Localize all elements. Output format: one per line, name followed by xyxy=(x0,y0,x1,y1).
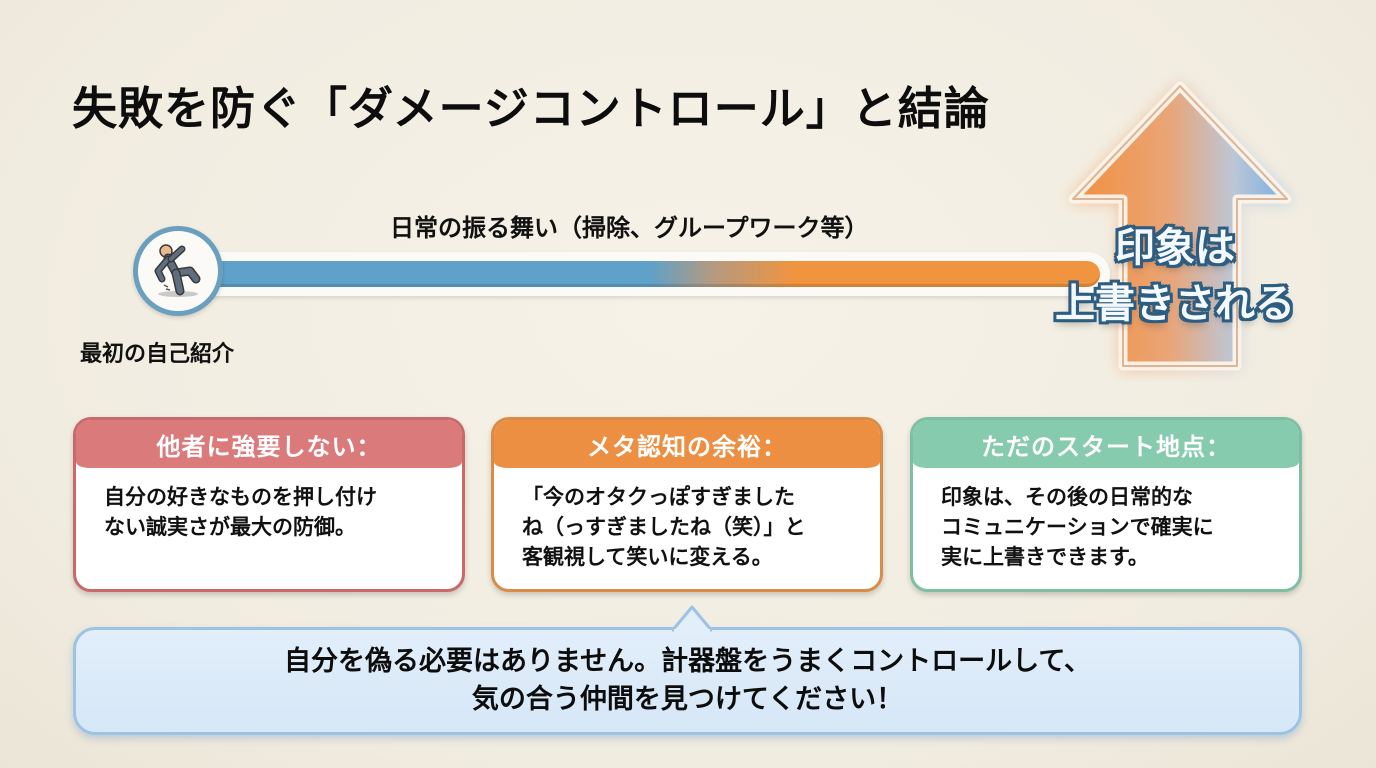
timeline-label: 日常の振る舞い（掃除、グループワーク等） xyxy=(390,214,869,242)
card-line: 「今のオタクっぽすぎました xyxy=(522,485,795,509)
card-line: 客観視して笑いに変える。 xyxy=(522,545,773,569)
card-line: コミュニケーションで確実に xyxy=(941,515,1214,539)
progress-track xyxy=(190,252,1110,296)
card-line: 印象は、その後の日常的な xyxy=(941,485,1193,509)
card-heading: ただのスタート地点： xyxy=(913,420,1299,468)
bubble-tail-icon xyxy=(672,605,712,632)
card-starting-point: ただのスタート地点： 印象は、その後の日常的な コミュニケーションで確実に 実に… xyxy=(910,417,1302,592)
slipping-person-icon xyxy=(154,244,201,297)
start-label: 最初の自己紹介 xyxy=(80,342,235,367)
card-line: ない誠実さが最大の防御。 xyxy=(104,515,356,539)
card-body: 印象は、その後の日常的な コミュニケーションで確実に 実に上書きできます。 xyxy=(913,468,1299,572)
card-line: ね（っすぎましたね（笑）」と xyxy=(522,515,806,539)
conclusion-line2: 気の合う仲間を見つけてください！ xyxy=(471,684,904,715)
start-marker xyxy=(133,226,223,316)
conclusion-line1: 自分を偽る必要はありません。計器盤をうまくコントロールして、 xyxy=(283,646,1092,677)
card-body: 自分の好きなものを押し付け ない誠実さが最大の防御。 xyxy=(76,468,462,542)
card-line: 実に上書きできます。 xyxy=(941,545,1149,569)
card-heading: メタ認知の余裕： xyxy=(494,420,880,468)
card-metacognition: メタ認知の余裕： 「今のオタクっぽすぎました ね（っすぎましたね（笑）」と 客観… xyxy=(491,417,883,592)
slide-title: 失敗を防ぐ「ダメージコントロール」と結論 xyxy=(72,82,990,135)
arrow-caption: 印象は 上書きされる xyxy=(1040,220,1310,332)
card-line: 自分の好きなものを押し付け xyxy=(104,485,377,509)
conclusion-bubble: 自分を偽る必要はありません。計器盤をうまくコントロールして、 気の合う仲間を見つ… xyxy=(73,627,1302,735)
up-arrow-icon xyxy=(1055,72,1305,382)
arrow-caption-line1: 印象は xyxy=(1115,225,1235,271)
card-no-forcing: 他者に強要しない： 自分の好きなものを押し付け ない誠実さが最大の防御。 xyxy=(73,417,465,592)
card-heading: 他者に強要しない： xyxy=(76,420,462,468)
arrow-caption-line2: 上書きされる xyxy=(1055,281,1295,327)
card-body: 「今のオタクっぽすぎました ね（っすぎましたね（笑）」と 客観視して笑いに変える… xyxy=(494,468,880,572)
progress-fill xyxy=(200,261,1100,287)
